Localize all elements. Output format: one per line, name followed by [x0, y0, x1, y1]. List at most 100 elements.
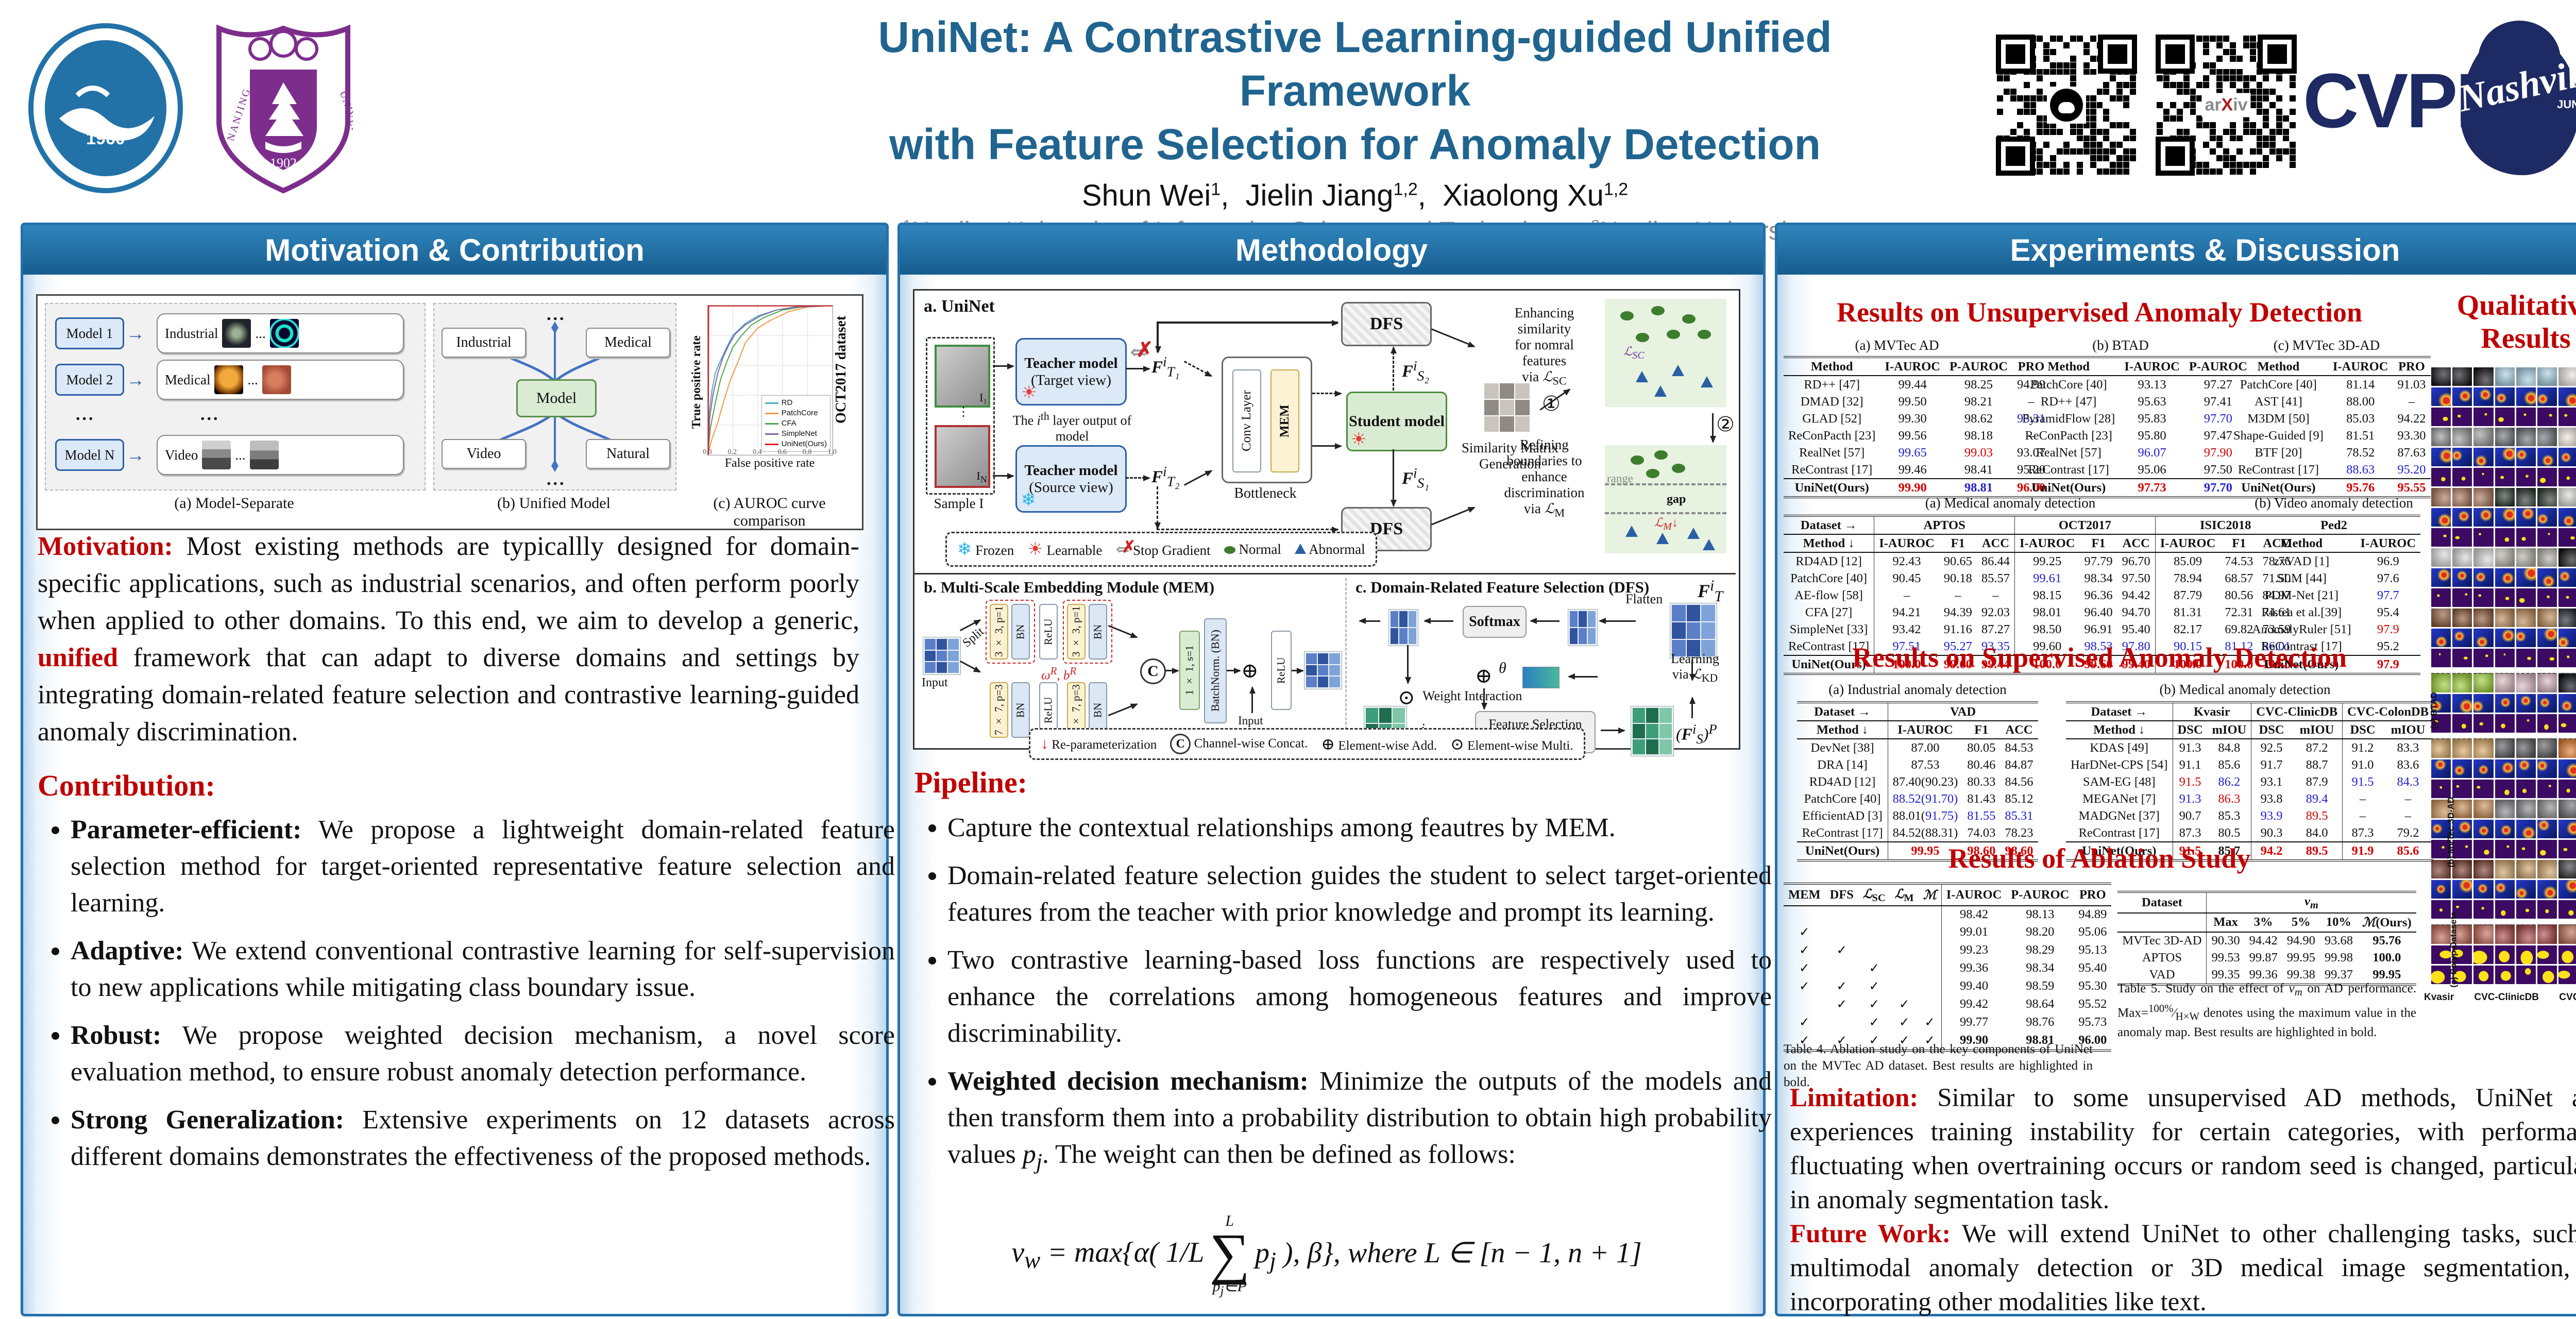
qualitative-cell — [2516, 568, 2536, 587]
mem-input-label: Input — [922, 676, 948, 689]
qualitative-cell — [2473, 408, 2494, 426]
qualitative-cell — [2473, 568, 2494, 587]
bn-box: BN — [1011, 604, 1030, 660]
qual-label-btad: (a) BTAD — [2429, 692, 2439, 729]
qualitative-cell — [2431, 428, 2451, 446]
qualitative-cell — [2537, 367, 2557, 386]
node-video: Video — [442, 439, 526, 469]
qual-label-mvtec3d: (b) MVTec 3D-AD — [2446, 797, 2456, 868]
qualitative-cell — [2473, 608, 2494, 627]
qualitative-cell — [2495, 673, 2515, 692]
qualitative-cell — [2495, 900, 2515, 919]
caption-medical-sup: (b) Medical anomaly detection — [2159, 682, 2331, 697]
similarity-matrix — [1484, 383, 1530, 432]
qualitative-cell — [2431, 468, 2451, 486]
qualitative-cell — [2537, 738, 2557, 758]
range-label: range — [1607, 472, 1634, 485]
qualitative-cell — [2473, 714, 2494, 733]
qualitative-cell — [2495, 629, 2515, 647]
qualitative-heading: QualitativeResults — [2456, 290, 2576, 354]
conv7x7-box: 7 × 7, p=3 — [990, 682, 1008, 738]
qualitative-cell — [2431, 673, 2451, 692]
cvpr-dates: JUNE 11-15, 2025 — [2557, 98, 2576, 111]
qualitative-cell — [2537, 820, 2557, 838]
qualitative-cell — [2495, 548, 2515, 567]
supervised-heading: Results on Supervised Anomaly Detection — [1852, 642, 2347, 673]
qualitative-cell — [2516, 880, 2536, 899]
ft2-label: FiT₂ — [1151, 463, 1180, 489]
qualitative-cell — [2495, 759, 2515, 778]
qualitative-cell — [2537, 387, 2557, 406]
qualitative-cell — [2516, 448, 2536, 466]
qualitative-cell — [2431, 945, 2451, 964]
qualitative-cell — [2495, 448, 2515, 466]
qualitative-cell — [2473, 800, 2494, 818]
qualitative-cell — [2558, 714, 2576, 733]
batchnorm-box: BatchNorm. (BN) — [1204, 618, 1227, 723]
qualitative-cell — [2558, 548, 2576, 567]
qualitative-cell — [2473, 448, 2494, 466]
qualitative-cell — [2516, 800, 2536, 818]
qualitative-cell — [2452, 508, 2472, 527]
column3-title: Experiments & Discussion — [1777, 225, 2576, 275]
qualitative-cell — [2473, 367, 2494, 386]
add-op: ⊕ — [1241, 659, 1259, 682]
qualitative-cell — [2558, 428, 2576, 446]
column-methodology: Methodology a. UniNet I₁ ⋮ IN Sample I T… — [897, 223, 1772, 1316]
poster-header: 1960 NANJING UNIVERSITY OF INFORMATION S… — [0, 0, 2576, 245]
qualitative-cell — [2537, 548, 2557, 567]
qualitative-cell — [2516, 528, 2536, 547]
qualitative-cell — [2473, 588, 2494, 607]
qualitative-cell — [2537, 800, 2557, 818]
guitar-icon: Nashville JUNE 11-15, 2025 — [2454, 15, 2576, 191]
step1-circle: ① — [1542, 392, 1561, 415]
qualitative-cell — [2452, 966, 2472, 984]
weight-formula: vw = max{α( 1/L L ∑ pj∈P pj ), β}, where… — [1011, 1212, 1642, 1298]
qualitative-cell — [2452, 759, 2472, 778]
uninet-diagram-label: a. UniNet — [924, 297, 995, 316]
qualitative-cell — [2537, 408, 2557, 426]
qualitative-cell — [2558, 738, 2576, 758]
qualitative-cell — [2495, 468, 2515, 486]
video-pill: Video ... — [157, 435, 404, 475]
pipeline-item: Weighted decision mechanism: Minimize th… — [947, 1063, 1772, 1180]
qualitative-cell — [2473, 820, 2494, 838]
sample-label: Sample I — [934, 496, 984, 511]
lm-label: ℒM↓ — [1654, 516, 1678, 532]
industrial-pill: Industrial ... — [157, 313, 404, 353]
conv1x1-box: 1 × 1, s=1 — [1179, 631, 1200, 710]
qualitative-cell — [2495, 800, 2515, 818]
qualitative-cell — [2537, 759, 2557, 778]
qualitative-cell — [2495, 694, 2515, 713]
qualitative-cell — [2431, 800, 2451, 818]
qualitative-cell — [2473, 468, 2494, 486]
column1-title: Motivation & Contribution — [23, 225, 886, 275]
qualitative-cell — [2452, 840, 2472, 858]
qualitative-cell — [2537, 528, 2557, 547]
qualitative-cell — [2473, 488, 2494, 506]
fsp-label: (FiS)P — [1676, 721, 1717, 747]
arxiv-icon: arXiv — [2205, 95, 2248, 115]
step2-circle: ② — [1716, 413, 1735, 436]
authors: Shun Wei1, Jielin Jiang1,2, Xiaolong Xu1… — [1081, 179, 1629, 212]
qualitative-cell — [2495, 714, 2515, 733]
contribution-list: Parameter-efficient: We propose a lightw… — [38, 811, 895, 1186]
qualitative-cell — [2431, 714, 2451, 733]
motivation-paragraph: Motivation: Most existing methods are ty… — [38, 532, 859, 747]
mem-diagram-label: b. Multi-Scale Embedding Module (MEM) — [924, 578, 1215, 596]
qualitative-cell — [2452, 488, 2472, 506]
stop-gradient-icon: ⇐✗ — [1130, 338, 1154, 364]
qualitative-cell — [2558, 924, 2576, 944]
contribution-item: Strong Generalization: Extensive experim… — [71, 1102, 895, 1175]
qualitative-cell — [2431, 738, 2451, 758]
qualitative-cell — [2537, 860, 2557, 878]
reparam-group-top — [986, 600, 1035, 664]
qualitative-cell — [2516, 860, 2536, 878]
qualitative-cell — [2431, 588, 2451, 607]
qualitative-cell — [2431, 448, 2451, 466]
